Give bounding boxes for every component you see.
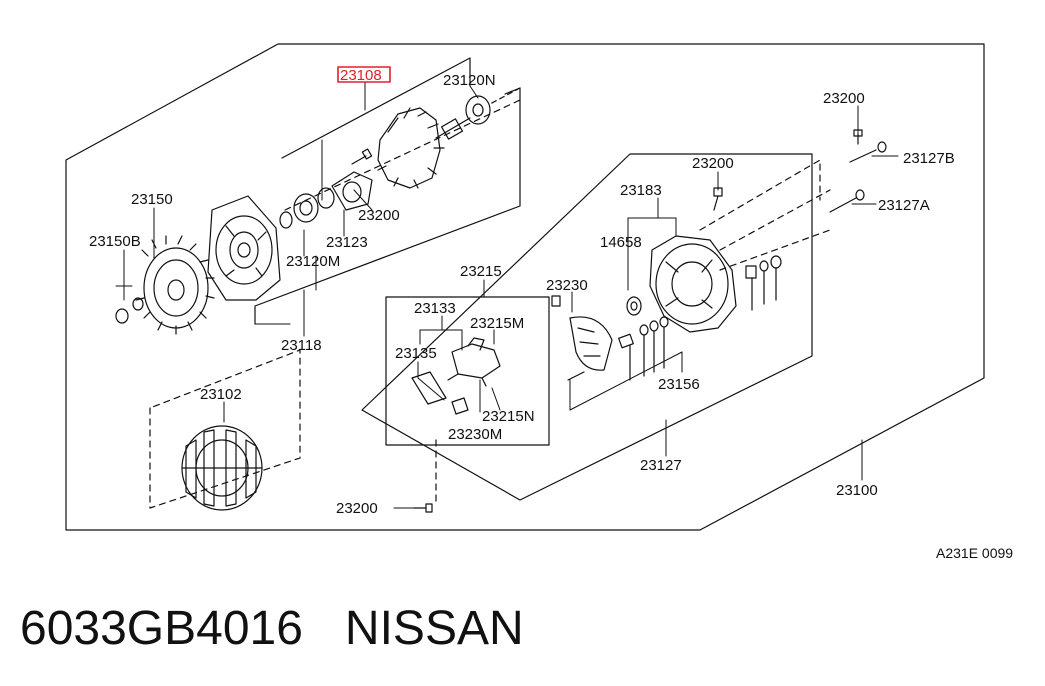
callout-23156[interactable]: 23156	[658, 376, 700, 393]
rear-seal-icon	[626, 296, 642, 316]
brush-holder-icon	[447, 337, 501, 387]
callout-23183[interactable]: 23183	[620, 182, 662, 199]
callout-23127A[interactable]: 23127A	[878, 197, 930, 214]
callout-23102[interactable]: 23102	[200, 386, 242, 403]
rear-bearing-icon	[465, 95, 491, 125]
front-bolt-guide	[284, 99, 521, 211]
callout-23230[interactable]: 23230	[546, 277, 588, 294]
cover-screw-top-right-icon	[853, 129, 863, 145]
cover-bolt-guide-1	[719, 229, 831, 271]
rear-housing-icon	[649, 235, 737, 333]
pulley-nut-icon	[115, 297, 144, 324]
rotor-icon	[377, 107, 471, 189]
cover-bolt-guide-3	[699, 159, 821, 231]
stator-guide-line	[149, 349, 301, 509]
through-bolt-b-icon	[849, 141, 887, 163]
callout-23150B[interactable]: 23150B	[89, 233, 141, 250]
part-number: 6033GB4016	[20, 602, 303, 655]
leader-lines	[115, 81, 899, 509]
terminal-nut-set-icon	[745, 255, 782, 311]
cover-bolt-guide-2	[719, 189, 831, 251]
rectifier-icon	[567, 316, 613, 381]
callout-23127B[interactable]: 23127B	[903, 150, 955, 167]
brush-holder-screw-icon	[413, 503, 433, 513]
figure-code: A231E 0099	[936, 545, 1013, 561]
front-bearing-icon	[279, 187, 335, 229]
callout-23230M[interactable]: 23230M	[448, 426, 502, 443]
part-caption: 6033GB4016 NISSAN	[20, 594, 524, 664]
rectifier-terminal-set-icon	[618, 316, 669, 381]
rear-cover-subassembly-outline	[361, 153, 813, 501]
brush-holder-box	[385, 296, 550, 446]
callout-23200-right-top[interactable]: 23200	[823, 90, 865, 107]
callout-23200-mid[interactable]: 23200	[692, 155, 734, 172]
callout-23123[interactable]: 23123	[326, 234, 368, 251]
pulley-fan-icon	[135, 235, 215, 335]
callout-23215N[interactable]: 23215N	[482, 408, 535, 425]
callout-23120N[interactable]: 23120N	[443, 72, 496, 89]
callout-23108[interactable]: 23108	[340, 67, 382, 84]
callout-23133[interactable]: 23133	[414, 300, 456, 317]
retainer-plate-icon	[331, 171, 373, 211]
assembly-outline	[65, 43, 985, 531]
highlight-box	[337, 66, 391, 83]
callout-23200-top[interactable]: 23200	[358, 207, 400, 224]
callout-23135[interactable]: 23135	[395, 345, 437, 362]
front-group-bracket-left	[281, 57, 471, 159]
callout-23120M[interactable]: 23120M	[286, 253, 340, 270]
callout-23150[interactable]: 23150	[131, 191, 173, 208]
callout-23127[interactable]: 23127	[640, 457, 682, 474]
callout-23215[interactable]: 23215	[460, 263, 502, 280]
stator-icon	[181, 425, 263, 511]
callout-23100[interactable]: 23100	[836, 482, 878, 499]
callout-23200-bottom[interactable]: 23200	[336, 500, 378, 517]
through-bolt-a-icon	[829, 189, 865, 213]
brush-holder-nut-icon	[551, 295, 561, 307]
callout-23215M[interactable]: 23215M	[470, 315, 524, 332]
brush-icon	[411, 371, 469, 415]
front-group-dashed-link	[489, 87, 521, 105]
callout-23118[interactable]: 23118	[281, 337, 322, 354]
brand-name: NISSAN	[344, 602, 524, 655]
front-housing-icon	[207, 195, 281, 301]
retainer-screw-icon	[351, 148, 373, 165]
callout-14658[interactable]: 14658	[600, 234, 642, 251]
cover-screw-mid-icon	[713, 187, 723, 211]
